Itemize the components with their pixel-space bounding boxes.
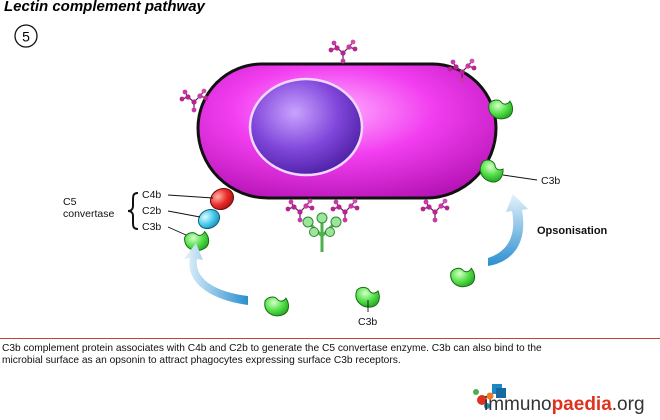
pathway-diagram: 5 [14,24,608,328]
c2b-label: C2b [142,205,161,217]
c3b-complex-label: C3b [142,221,161,233]
cell-nucleus [248,77,364,177]
c4b-protein [209,187,235,211]
c2b-protein [197,208,221,230]
immunopaedia-logo: immunopaedia.org [470,380,658,418]
arrow-to-convertase [184,243,248,305]
logo-molecule-icon [473,384,506,409]
caption-divider [0,338,660,339]
svg-text:5: 5 [22,29,30,45]
c3b-right-label: C3b [541,175,560,187]
c5-convertase-label-line1: C5 [63,196,77,208]
caption: C3b complement protein associates with C… [2,343,657,367]
step-number-badge: 5 [14,24,38,48]
caption-line-2: microbial surface as an opsonin to attra… [2,355,401,366]
caption-line-1: C3b complement protein associates with C… [2,343,542,354]
opsonisation-label: Opsonisation [537,225,608,237]
microbial-cell [196,62,498,200]
c4b-label: C4b [142,189,161,201]
label-leaders [167,174,538,312]
slide-title: Lectin complement pathway [4,0,205,15]
mannose-binding-lectin [302,212,342,252]
opsonisation-arrow [488,194,528,266]
free-c3b-molecules [263,263,478,319]
c3b-bottom-label: C3b [358,316,377,328]
c5-convertase-label-line2: convertase [63,208,115,220]
convertase-brace [127,192,139,230]
logo-wordmark: immunopaedia.org [484,394,645,415]
c5-convertase-complex [182,187,235,255]
